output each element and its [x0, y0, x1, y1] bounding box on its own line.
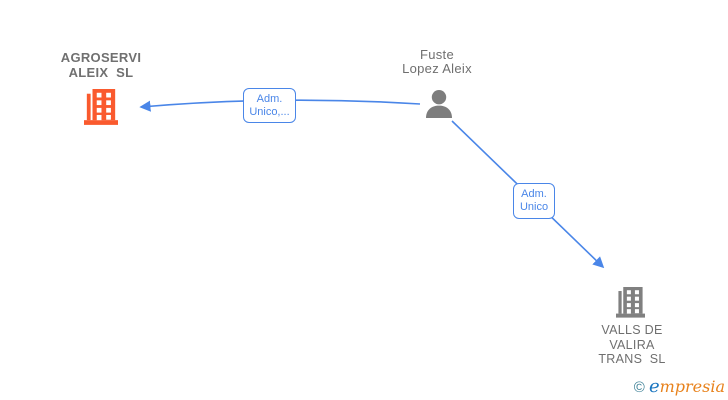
person-icon[interactable] [426, 90, 452, 118]
edge1-label-line2: Unico,... [249, 105, 290, 118]
agroservi-name-line2: ALEIX SL [68, 65, 134, 80]
node-label-agroservi[interactable]: AGROSERVI ALEIX SL [40, 50, 162, 80]
person-name-line1: Fuste [419, 47, 454, 62]
building-icon-valls[interactable] [616, 287, 645, 318]
edge1-label-line1: Adm. [256, 92, 283, 105]
edge-label-adm-unico-valls: Adm. Unico [513, 183, 555, 219]
person-name-line2: Lopez Aleix [402, 61, 472, 76]
edge2-label-line2: Unico [519, 201, 549, 213]
edge2-label-line1: Adm. [521, 188, 547, 200]
node-label-person[interactable]: Fuste Lopez Aleix [377, 48, 497, 76]
valls-name-line3: TRANS SL [598, 352, 666, 366]
edge-label-adm-unico-agroservi: Adm. Unico,... [243, 88, 296, 123]
empresia-logo[interactable]: © empresia [634, 376, 725, 397]
empresia-logo-text: mpresia [659, 377, 725, 396]
valls-name-line1: VALLS DE [601, 323, 663, 337]
valls-name-line2: VALIRA [609, 337, 655, 352]
node-label-valls[interactable]: VALLS DE VALIRA TRANS SL [572, 323, 692, 367]
copyright-symbol: © [633, 379, 645, 396]
building-icon-agroservi[interactable] [84, 89, 118, 125]
agroservi-name-line1: AGROSERVI [60, 50, 142, 65]
empresia-logo-initial: e [648, 376, 660, 397]
